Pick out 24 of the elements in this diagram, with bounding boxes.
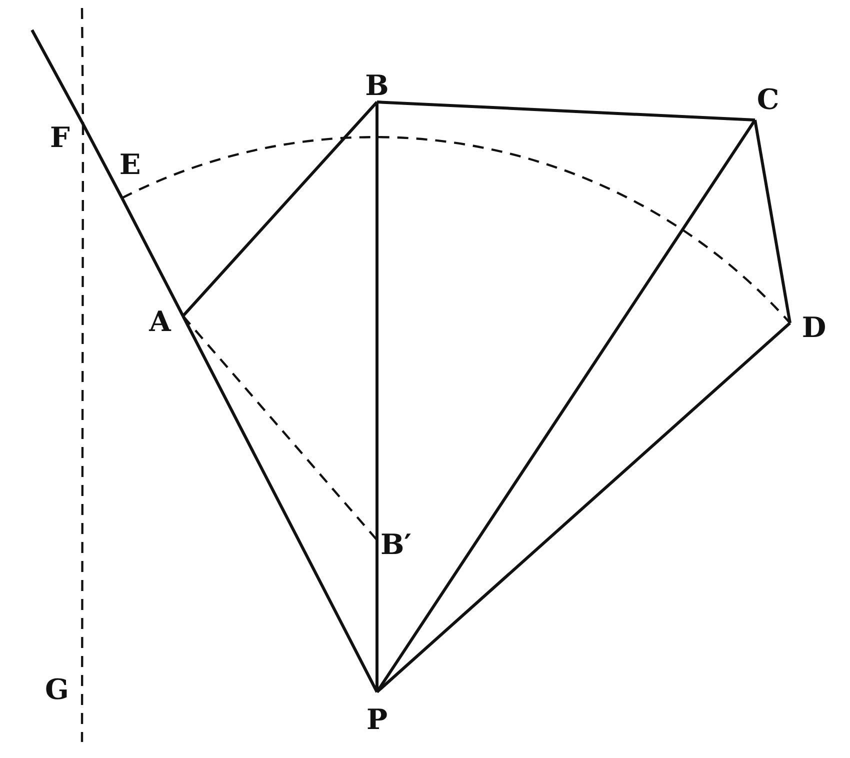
- point-label: C: [756, 86, 780, 114]
- point-label: F: [50, 124, 70, 152]
- line-segment: [182, 315, 378, 541]
- line-segment: [182, 101, 378, 317]
- point-label: G: [45, 676, 69, 704]
- point-label: E: [119, 151, 141, 179]
- arc-line: [122, 136, 791, 324]
- line-segment: [754, 120, 792, 324]
- line-segment: [82, 123, 124, 199]
- line-segment: [80, 124, 84, 742]
- line-segment: [80, 8, 84, 124]
- line-segment: [376, 119, 756, 693]
- point-label: P: [366, 706, 388, 734]
- point-label: D: [802, 314, 826, 342]
- line-segment: [376, 100, 756, 122]
- point-label: A: [149, 308, 171, 336]
- point-label: B: [365, 72, 389, 100]
- point-label: B′: [380, 531, 412, 559]
- line-segment: [30, 29, 84, 125]
- line-segment: [182, 315, 378, 693]
- line-segment: [376, 322, 791, 694]
- line-segment: [376, 540, 378, 692]
- line-segment: [120, 197, 184, 317]
- line-segment: [376, 102, 378, 540]
